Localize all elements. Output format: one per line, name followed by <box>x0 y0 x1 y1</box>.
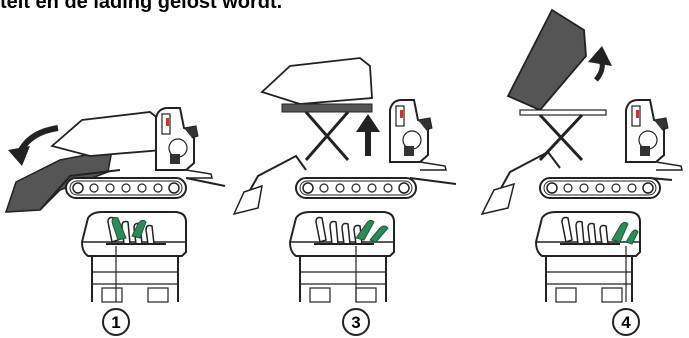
panel-2: 3 <box>234 58 456 335</box>
panel-3: 4 <box>482 10 682 335</box>
bucket-raised <box>262 58 372 104</box>
scissor-lift <box>306 112 348 160</box>
step-number-3: 3 <box>351 313 360 332</box>
bucket-tilted-back <box>508 10 586 110</box>
bucket-outline <box>52 112 162 156</box>
step-number-4: 4 <box>621 313 631 332</box>
panel-1: 1 <box>6 108 225 335</box>
raise-arrow-icon <box>356 114 380 132</box>
step-number-1: 1 <box>111 313 120 332</box>
